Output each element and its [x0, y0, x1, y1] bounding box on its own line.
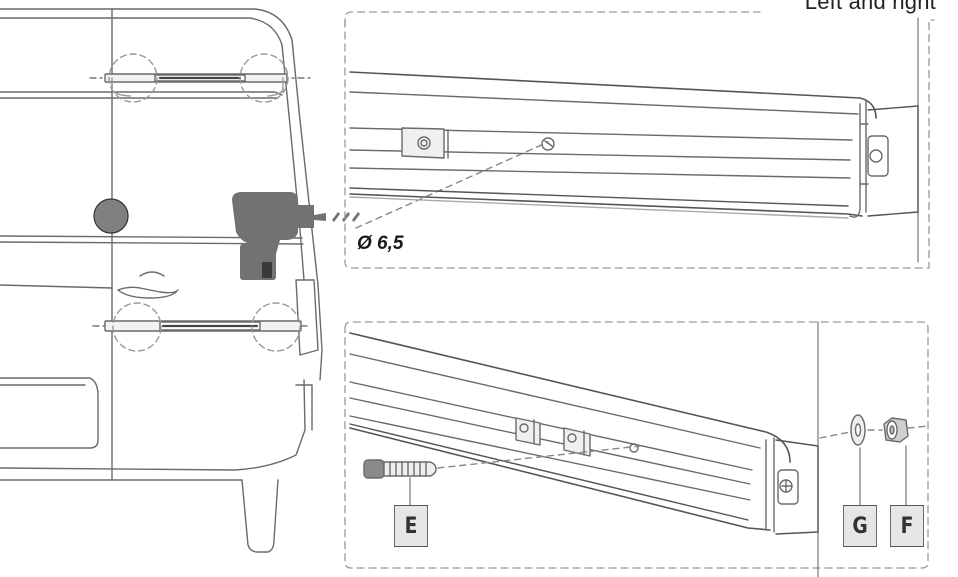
nut-icon	[883, 417, 909, 443]
van-upper-rail	[89, 53, 311, 103]
drill-diameter-label: Ø 6,5	[357, 233, 404, 254]
drill-icon	[232, 192, 360, 280]
part-tag-washer: G	[843, 505, 877, 547]
detail-frame-bottom	[344, 321, 929, 569]
screw-icon	[363, 459, 437, 479]
rail-profile-top	[349, 71, 919, 219]
washer-icon	[850, 414, 866, 446]
van-lower-rail	[92, 302, 311, 352]
location-marker	[93, 198, 129, 234]
part-tag-nut: F	[890, 505, 924, 547]
detail-frame-top	[344, 19, 935, 269]
part-tag-screw: E	[394, 505, 428, 547]
side-caption: Left and right	[804, 0, 936, 14]
rail-profile-bottom	[349, 332, 819, 535]
van-rear-outline	[0, 8, 323, 553]
dashed-guide-top	[355, 141, 549, 229]
